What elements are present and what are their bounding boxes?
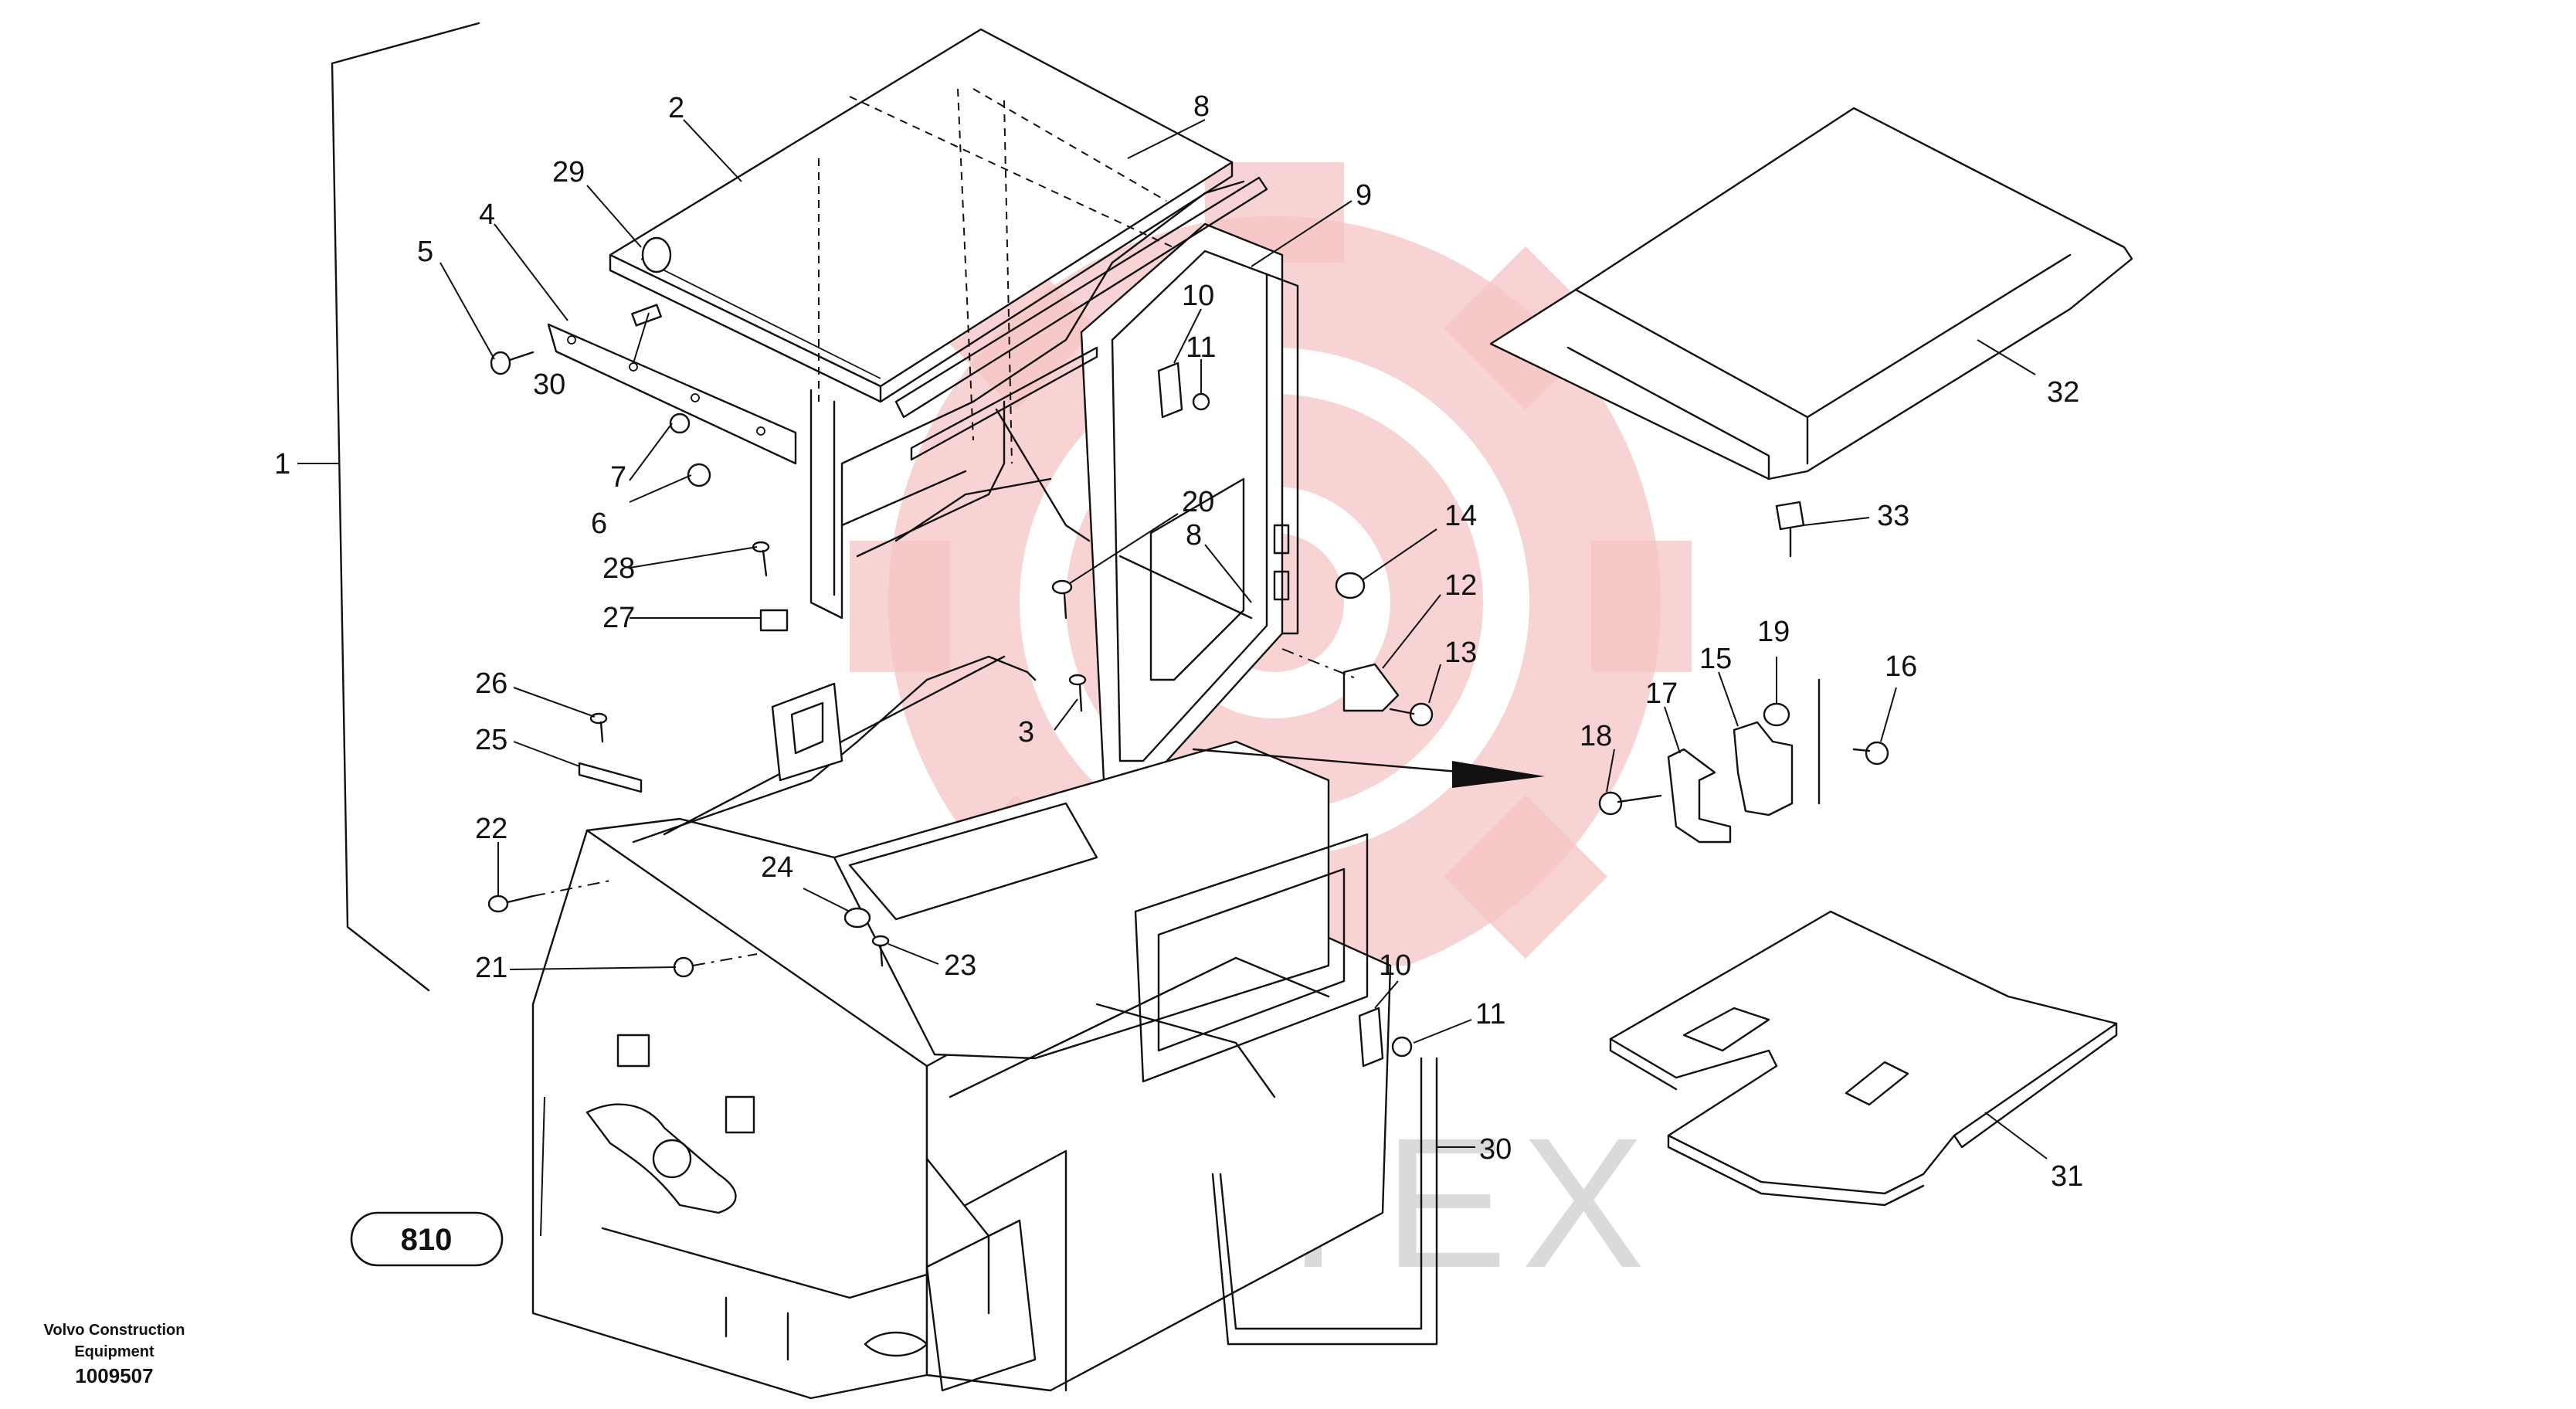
callout-33: 33 bbox=[1877, 500, 1909, 532]
footer: Volvo Construction Equipment 1009507 bbox=[44, 1322, 185, 1387]
callout-17: 17 bbox=[1645, 677, 1678, 710]
callout-13: 13 bbox=[1444, 637, 1477, 669]
callout-2: 2 bbox=[668, 92, 684, 124]
roof-cover bbox=[1489, 107, 2133, 558]
reference-number: 810 bbox=[401, 1223, 453, 1257]
callout-22: 22 bbox=[475, 813, 507, 845]
callout-32: 32 bbox=[2047, 376, 2079, 409]
callout-10-lower: 10 bbox=[1379, 949, 1411, 982]
callout-labels: 1 2 3 4 5 6 7 8 8 9 10 10 11 11 12 13 14… bbox=[274, 90, 2083, 1193]
footer-doc-number: 1009507 bbox=[75, 1364, 153, 1387]
callout-16: 16 bbox=[1885, 650, 1917, 683]
cab-frame bbox=[809, 176, 1299, 797]
callout-6: 6 bbox=[591, 508, 607, 540]
callout-10-upper: 10 bbox=[1182, 280, 1214, 312]
callout-12: 12 bbox=[1444, 569, 1477, 602]
detail-arrow bbox=[1192, 748, 1545, 788]
callout-21: 21 bbox=[475, 952, 507, 984]
callout-30-lower: 30 bbox=[1479, 1133, 1512, 1166]
callout-11-lower: 11 bbox=[1475, 998, 1505, 1030]
callout-9: 9 bbox=[1356, 179, 1372, 212]
callout-23: 23 bbox=[944, 949, 976, 982]
callout-27: 27 bbox=[602, 602, 635, 634]
callout-8-top: 8 bbox=[1193, 90, 1210, 123]
callout-30-upper: 30 bbox=[533, 368, 565, 401]
leader-lines bbox=[440, 119, 2048, 1237]
callout-1: 1 bbox=[274, 448, 290, 480]
callout-8-mid: 8 bbox=[1186, 519, 1202, 552]
left-side-parts bbox=[487, 236, 1438, 1346]
callout-31: 31 bbox=[2051, 1160, 2083, 1193]
latch-detail bbox=[1598, 678, 1889, 844]
callout-25: 25 bbox=[475, 724, 507, 756]
callout-18: 18 bbox=[1580, 720, 1612, 752]
callout-19: 19 bbox=[1757, 616, 1790, 648]
callout-3: 3 bbox=[1018, 716, 1034, 749]
callout-20: 20 bbox=[1182, 486, 1214, 518]
callout-5: 5 bbox=[417, 236, 433, 268]
callout-7: 7 bbox=[610, 461, 626, 494]
footer-company-line2: Equipment bbox=[74, 1343, 154, 1360]
callout-28: 28 bbox=[602, 552, 635, 585]
callout-15: 15 bbox=[1699, 643, 1732, 675]
assembly-bracket bbox=[297, 22, 480, 992]
callout-14: 14 bbox=[1444, 500, 1477, 532]
callout-11-upper: 11 bbox=[1186, 331, 1216, 364]
footer-company-line1: Volvo Construction bbox=[44, 1322, 185, 1339]
callout-4: 4 bbox=[479, 199, 495, 231]
callout-26: 26 bbox=[475, 667, 507, 700]
floor-cover-outline bbox=[632, 655, 1037, 844]
floor-mat bbox=[1609, 910, 2118, 1207]
reference-tag: 810 bbox=[350, 1211, 504, 1267]
callout-29: 29 bbox=[552, 156, 585, 188]
cab-lower-body bbox=[531, 655, 1392, 1400]
callout-24: 24 bbox=[761, 851, 793, 884]
